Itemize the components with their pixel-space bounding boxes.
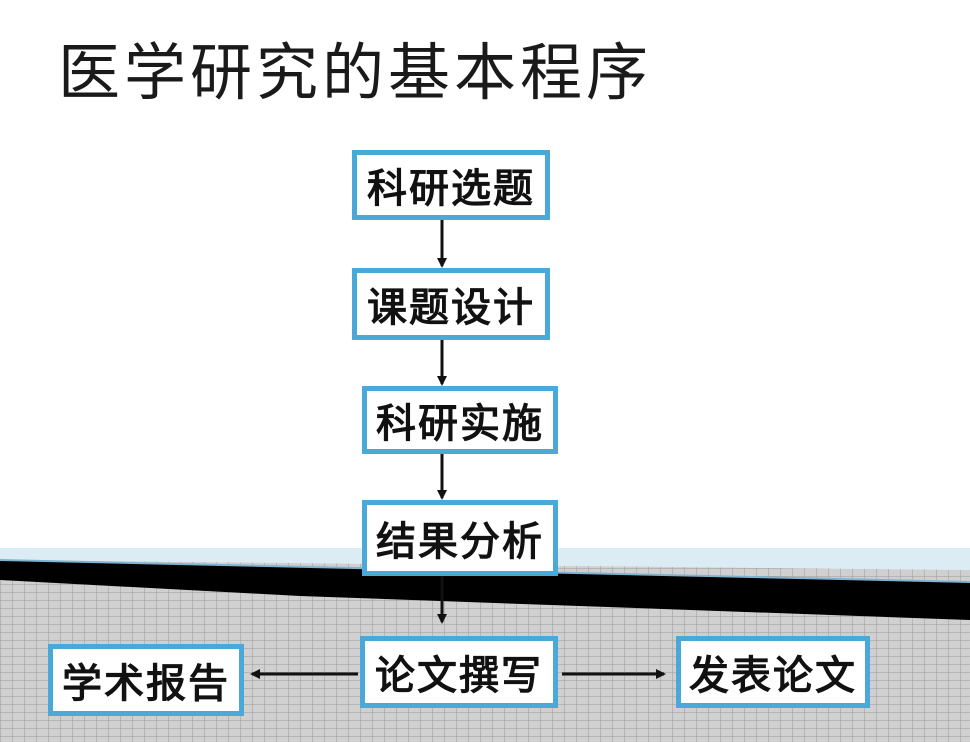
step-label: 课题设计 bbox=[367, 284, 535, 331]
step-label: 论文撰写 bbox=[375, 652, 543, 699]
step-topic-selection: 科研选题 bbox=[352, 150, 550, 220]
output-publish-paper: 发表论文 bbox=[676, 636, 870, 708]
output-academic-report: 学术报告 bbox=[48, 644, 244, 716]
output-label: 学术报告 bbox=[62, 660, 230, 707]
step-label: 科研实施 bbox=[376, 400, 544, 447]
slide-title: 医学研究的基本程序 bbox=[58, 36, 653, 109]
step-result-analysis: 结果分析 bbox=[362, 500, 558, 576]
step-label: 结果分析 bbox=[376, 518, 544, 565]
step-label: 科研选题 bbox=[367, 165, 535, 212]
step-research-implementation: 科研实施 bbox=[362, 386, 558, 454]
step-paper-writing: 论文撰写 bbox=[360, 636, 558, 708]
output-label: 发表论文 bbox=[689, 652, 857, 699]
step-project-design: 课题设计 bbox=[352, 268, 550, 340]
